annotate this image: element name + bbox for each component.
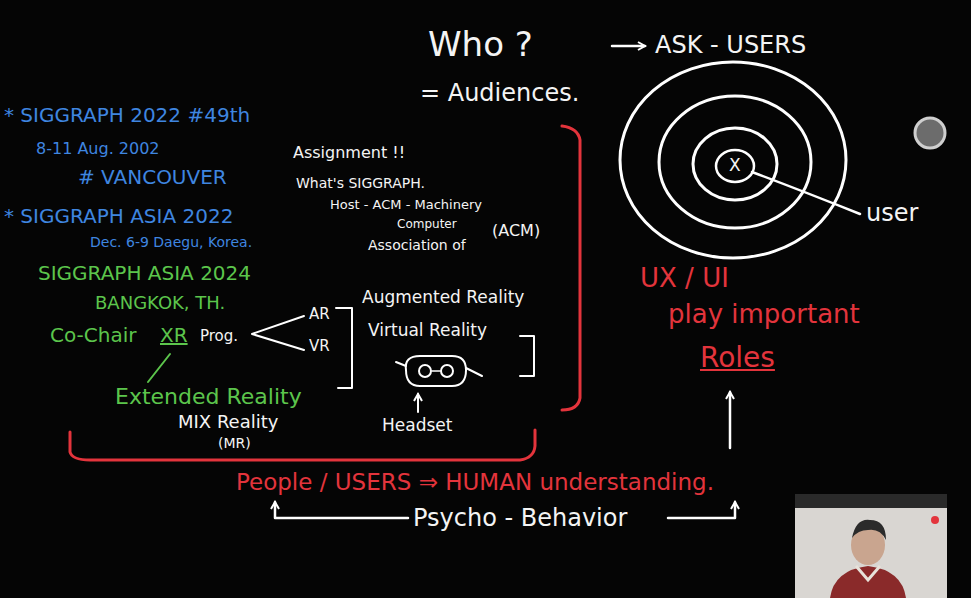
- role-text: Co-Chair: [50, 324, 136, 346]
- emphasis-text: Roles: [700, 343, 775, 374]
- term-text: VR: [309, 338, 330, 355]
- note-text: Psycho - Behavior: [413, 505, 627, 531]
- event-text: # VANCOUVER: [78, 166, 227, 188]
- note-text: ASK - USERS: [655, 32, 806, 58]
- video-thumbnail: [795, 494, 947, 598]
- note-text: Host - ACM - Machinery: [330, 198, 482, 212]
- event-text: SIGGRAPH ASIA 2024: [38, 262, 251, 284]
- symbol-text: X: [729, 156, 741, 175]
- term-text: (MR): [218, 436, 251, 451]
- heading-text: Who ?: [428, 26, 533, 63]
- term-text: Headset: [382, 416, 452, 435]
- event-text: Dec. 6-9 Daegu, Korea.: [90, 235, 252, 250]
- note-text: Assignment !!: [293, 144, 405, 162]
- note-text: = Audiences.: [420, 80, 579, 106]
- note-text: Association of: [368, 238, 466, 253]
- term-text: Augmented Reality: [362, 288, 524, 307]
- event-text: * SIGGRAPH ASIA 2022: [4, 205, 233, 227]
- event-text: * SIGGRAPH 2022 #49th: [4, 104, 250, 126]
- term-text: MIX Reality: [178, 412, 278, 432]
- term-text: Extended Reality: [115, 385, 302, 409]
- note-text: What's SIGGRAPH.: [296, 176, 425, 191]
- event-text: 8-11 Aug. 2002: [36, 140, 160, 158]
- note-text: Computer: [397, 218, 457, 231]
- role-text: XR: [160, 324, 188, 346]
- emphasis-text: play important: [668, 300, 860, 329]
- role-text: Prog.: [200, 328, 238, 345]
- note-text: (ACM): [492, 222, 540, 240]
- term-text: Virtual Reality: [368, 321, 487, 340]
- emphasis-text: UX / UI: [640, 264, 729, 293]
- emphasis-text: People / USERS ⇒ HUMAN understanding.: [236, 470, 714, 495]
- term-text: AR: [309, 306, 330, 323]
- note-text: user: [866, 200, 918, 226]
- event-text: BANGKOK, TH.: [95, 293, 225, 313]
